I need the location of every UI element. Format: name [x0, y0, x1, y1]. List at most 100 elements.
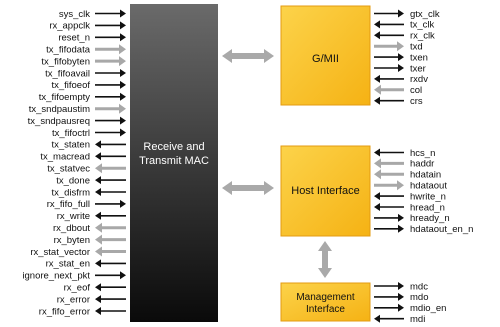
signal-label-tx-clk: tx_clk [410, 20, 435, 31]
signal-label-tx-done: tx_done [56, 175, 90, 186]
signal-label-hdatain: hdatain [410, 170, 441, 181]
signal-arrow-txen [374, 53, 404, 62]
signal-arrow-txd [374, 41, 404, 52]
gmii-block [280, 5, 371, 106]
signal-arrow-hready-n [374, 213, 404, 222]
left-signal-group: sys_clkrx_appclkreset_ntx_fifodatatx_fif… [22, 9, 126, 317]
signal-arrow-tx-done [95, 176, 126, 185]
signal-arrow-tx-sndpaustim [95, 103, 126, 114]
signal-label-tx-macread: tx_macread [40, 152, 90, 163]
signal-arrow-mdo [374, 292, 404, 301]
signal-arrow-tx-sndpausreq [95, 116, 126, 125]
signal-label-rx-dbout: rx_dbout [53, 223, 90, 234]
management-interface-block [280, 282, 371, 322]
signal-arrow-rx-error [95, 295, 126, 304]
signal-label-rx-stat-vector: rx_stat_vector [30, 247, 90, 258]
signal-arrow-mdc [374, 282, 404, 290]
signal-arrow-ignore-next-pkt [95, 271, 126, 280]
signal-label-tx-fifobyten: tx_fifobyten [41, 56, 90, 67]
signal-label-rx-stat-en: rx_stat_en [46, 259, 90, 270]
signal-arrow-sys-clk [95, 9, 126, 18]
signal-label-crs: crs [410, 96, 423, 107]
signal-arrow-rx-fifo-error [95, 307, 126, 315]
signal-label-rx-appclk: rx_appclk [49, 21, 90, 32]
signal-arrow-rx-byten [95, 234, 126, 245]
mac-label-line2: Transmit MAC [139, 155, 209, 167]
mac-host-connector [222, 181, 274, 195]
host-interface-block [280, 145, 371, 237]
signal-arrow-gtx-clk [374, 9, 404, 18]
signal-label-sys-clk: sys_clk [59, 9, 90, 20]
signal-arrow-haddr [374, 158, 404, 169]
signal-label-tx-fifoavail: tx_fifoavail [45, 68, 90, 79]
signal-arrow-rxdv [374, 74, 404, 83]
signal-arrow-rx-write [95, 211, 126, 220]
signal-label-txen: txen [410, 52, 428, 63]
signal-label-tx-staten: tx_staten [51, 140, 90, 151]
signal-label-hdataout-en-n: hdataout_en_n [410, 224, 473, 235]
signal-label-tx-fifodata: tx_fifodata [46, 45, 91, 56]
signal-arrow-rx-dbout [95, 222, 126, 233]
signal-label-rx-fifo-full: rx_fifo_full [47, 199, 90, 210]
gmii-label: G/MII [312, 53, 339, 65]
signal-label-haddr: haddr [410, 159, 434, 170]
mac-label-line1: Receive and [143, 141, 204, 153]
signal-arrow-hwrite-n [374, 192, 404, 201]
signal-arrow-hread-n [374, 203, 404, 211]
signal-label-rx-clk: rx_clk [410, 31, 435, 42]
signal-arrow-rx-appclk [95, 21, 126, 30]
signal-arrow-rx-stat-en [95, 259, 126, 268]
signal-label-tx-sndpaustim: tx_sndpaustim [29, 104, 90, 115]
signal-label-mdio-en: mdio_en [410, 303, 446, 314]
signal-arrow-rx-clk [374, 31, 404, 40]
signal-arrow-crs [374, 96, 404, 105]
signal-label-hwrite-n: hwrite_n [410, 191, 446, 202]
management-label-line2: Interface [306, 304, 345, 315]
signal-label-mdo: mdo [410, 292, 428, 303]
signal-label-ignore-next-pkt: ignore_next_pkt [22, 271, 90, 282]
signal-label-hready-n: hready_n [410, 213, 450, 224]
signal-label-rx-write: rx_write [57, 211, 90, 222]
signal-label-rxdv: rxdv [410, 74, 428, 85]
signal-label-reset-n: reset_n [58, 33, 90, 44]
signal-arrow-tx-fifodata [95, 44, 126, 55]
host-signal-group: hcs_nhaddrhdatainhdataouthwrite_nhread_n… [374, 148, 473, 235]
signal-label-hcs-n: hcs_n [410, 148, 435, 159]
signal-arrow-tx-staten [95, 140, 126, 149]
host-interface-label: Host Interface [291, 185, 359, 197]
signal-arrow-hdatain [374, 169, 404, 180]
signal-arrow-tx-fifobyten [95, 56, 126, 67]
signal-arrow-rx-fifo-full [95, 199, 126, 208]
signal-arrow-tx-fifoeof [95, 80, 126, 89]
signal-arrow-rx-eof [95, 283, 126, 292]
signal-arrow-tx-disfrm [95, 188, 126, 196]
signal-arrow-mdi [374, 314, 404, 323]
signal-label-rx-eof: rx_eof [64, 283, 91, 294]
signal-arrow-tx-clk [374, 20, 404, 29]
signal-arrow-hdataout-en-n [374, 224, 404, 233]
signal-arrow-col [374, 84, 404, 95]
signal-label-rx-error: rx_error [57, 294, 90, 305]
signal-arrow-tx-statvec [95, 163, 126, 174]
signal-arrow-tx-fifoctrl [95, 128, 126, 137]
signal-label-rx-byten: rx_byten [54, 235, 90, 246]
signal-label-col: col [410, 85, 422, 96]
signal-label-txer: txer [410, 63, 426, 74]
signal-label-tx-disfrm: tx_disfrm [51, 187, 90, 198]
host-mgmt-connector [318, 241, 332, 278]
signal-label-txd: txd [410, 42, 423, 53]
signal-label-tx-fifoempty: tx_fifoempty [39, 92, 90, 103]
signal-label-tx-fifoctrl: tx_fifoctrl [52, 128, 90, 139]
signal-arrow-reset-n [95, 33, 126, 42]
signal-arrow-tx-fifoempty [95, 92, 126, 101]
signal-arrow-mdio-en [374, 303, 404, 312]
signal-label-hdataout: hdataout [410, 181, 447, 192]
signal-label-tx-sndpausreq: tx_sndpausreq [28, 116, 90, 127]
signal-label-mdi: mdi [410, 314, 425, 325]
mac-gmii-connector [222, 49, 274, 63]
signal-label-rx-fifo-error: rx_fifo_error [39, 306, 90, 317]
signal-arrow-rx-stat-vector [95, 246, 126, 257]
